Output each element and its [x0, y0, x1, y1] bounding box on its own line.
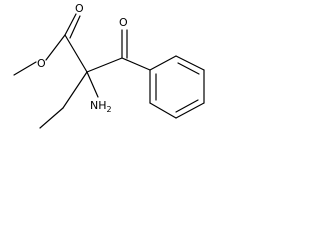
amine-subscript-label: 2	[107, 105, 112, 114]
ring-bond-4	[175, 102, 205, 119]
ring-inner-bond-2	[175, 99, 199, 113]
ester-carbonyl-double-bond-b	[69, 15, 81, 39]
ring-inner-bond-1	[177, 62, 200, 75]
alpha-to-amine-bond	[86, 71, 99, 98]
ester-oxygen-carbonyl-bond	[45, 34, 66, 61]
ethyl-methyl-bond	[39, 107, 64, 129]
ester-carbonyl-oxygen-label: O	[75, 2, 84, 15]
ring-bond-5	[149, 102, 177, 119]
ring-bond-1	[149, 55, 177, 71]
ester-carbonyl-to-alpha-bond	[64, 34, 88, 73]
amine-nitrogen-label: NH	[90, 99, 107, 112]
alpha-to-ethyl-bond	[62, 71, 88, 109]
ester-carbonyl-double-bond-a	[64, 13, 77, 36]
ester-ether-oxygen-label: O	[37, 57, 46, 70]
methyl-oxygen-bond	[13, 61, 37, 76]
alpha-to-ketone-bond	[86, 57, 123, 73]
ketone-oxygen-label: O	[119, 16, 128, 29]
ring-bond-2	[175, 55, 205, 71]
ketone-to-ring-bond	[121, 57, 151, 71]
amine-label: NH2	[90, 99, 112, 114]
molecule-structure: O O O NH2	[13, 2, 205, 129]
